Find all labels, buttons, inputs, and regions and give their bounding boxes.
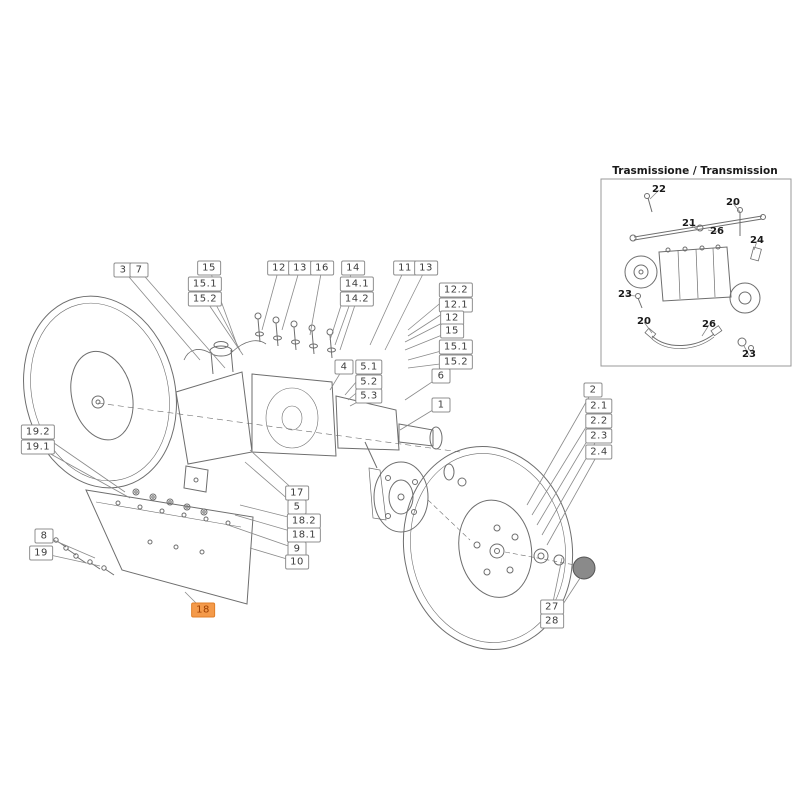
part-callout-2.2[interactable]: 2.2 <box>585 413 613 429</box>
part-callout-15[interactable]: 15 <box>440 323 464 339</box>
part-callout-13[interactable]: 13 <box>288 260 312 276</box>
part-callout-28[interactable]: 28 <box>540 613 564 629</box>
part-callout-18[interactable]: 18 <box>191 602 215 618</box>
part-callout-15.2[interactable]: 15.2 <box>187 291 223 307</box>
part-callout-20: 20 <box>726 197 740 208</box>
part-callout-18.2[interactable]: 18.2 <box>286 513 322 529</box>
part-callout-23: 23 <box>618 289 632 300</box>
part-callout-14[interactable]: 14 <box>341 260 365 276</box>
inset-transmission-drawing <box>600 178 792 367</box>
part-callout-26: 26 <box>702 319 716 330</box>
part-callout-5.1[interactable]: 5.1 <box>355 359 383 375</box>
part-callout-12.2[interactable]: 12.2 <box>438 282 474 298</box>
part-callout-2[interactable]: 2 <box>583 382 603 398</box>
part-callout-5.3[interactable]: 5.3 <box>355 388 383 404</box>
part-callout-19.1[interactable]: 19.1 <box>20 439 56 455</box>
part-callout-10[interactable]: 10 <box>285 554 309 570</box>
mud-plate-drawing <box>85 489 254 605</box>
part-callout-1[interactable]: 1 <box>431 397 451 413</box>
part-callout-14.2[interactable]: 14.2 <box>339 291 375 307</box>
part-callout-26: 26 <box>710 226 724 237</box>
part-callout-2.3[interactable]: 2.3 <box>585 428 613 444</box>
part-callout-7[interactable]: 7 <box>129 262 149 278</box>
part-callout-22: 22 <box>652 184 666 195</box>
part-callout-14.1[interactable]: 14.1 <box>339 276 375 292</box>
part-callout-23: 23 <box>742 349 756 360</box>
part-callout-15[interactable]: 15 <box>197 260 221 276</box>
part-callout-17[interactable]: 17 <box>285 485 309 501</box>
part-callout-15.2[interactable]: 15.2 <box>438 354 474 370</box>
transaxle-drawing <box>175 312 471 541</box>
inset-title: Trasmissione / Transmission <box>612 165 778 177</box>
part-callout-18.1[interactable]: 18.1 <box>286 527 322 543</box>
part-callout-2.1[interactable]: 2.1 <box>585 398 613 414</box>
part-callout-12.1[interactable]: 12.1 <box>438 297 474 313</box>
part-callout-21: 21 <box>682 218 696 229</box>
part-callout-5.2[interactable]: 5.2 <box>355 374 383 390</box>
part-callout-15.1[interactable]: 15.1 <box>187 276 223 292</box>
part-callout-5[interactable]: 5 <box>287 499 307 515</box>
part-callout-4[interactable]: 4 <box>334 359 354 375</box>
left-wheel-drawing <box>23 295 461 489</box>
part-callout-19.2[interactable]: 19.2 <box>20 424 56 440</box>
part-callout-27[interactable]: 27 <box>540 599 564 615</box>
part-callout-19[interactable]: 19 <box>29 545 53 561</box>
right-wheel-drawing <box>402 445 596 651</box>
part-callout-16[interactable]: 16 <box>310 260 334 276</box>
part-callout-24: 24 <box>750 235 764 246</box>
part-callout-8[interactable]: 8 <box>34 528 54 544</box>
part-callout-6[interactable]: 6 <box>431 368 451 384</box>
part-callout-20: 20 <box>637 316 651 327</box>
part-callout-2.4[interactable]: 2.4 <box>585 444 613 460</box>
part-callout-13[interactable]: 13 <box>414 260 438 276</box>
fasteners-drawing <box>53 488 208 576</box>
part-callout-15.1[interactable]: 15.1 <box>438 339 474 355</box>
